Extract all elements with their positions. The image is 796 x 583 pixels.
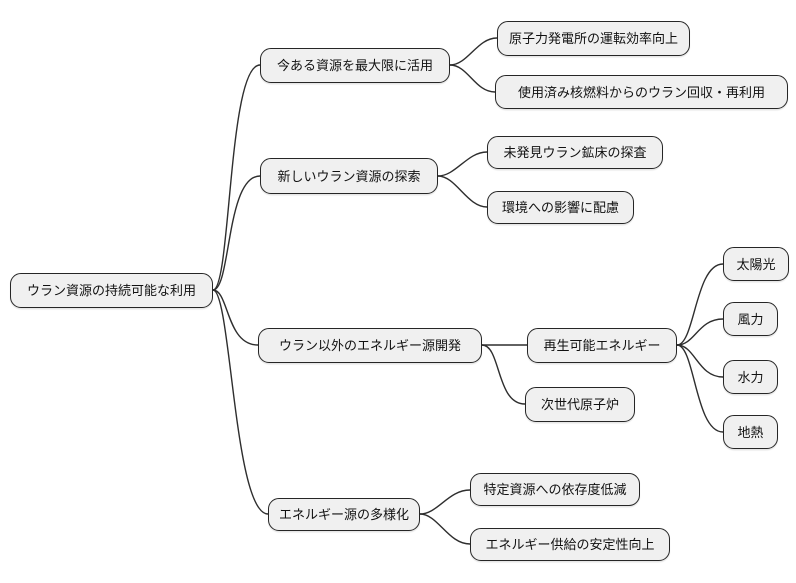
- edge-root-to-branch-1: [212, 64, 261, 291]
- edge-branch-2-to-child-2: [437, 175, 488, 208]
- edge-branch-4-to-child-1: [419, 489, 471, 515]
- edge-branch-3-to-next-gen: [481, 344, 526, 405]
- node-environmental-consideration: 環境への影響に配慮: [487, 191, 634, 224]
- edge-renewable-to-hydro: [676, 344, 724, 378]
- edge-branch-4-to-child-2: [419, 513, 471, 545]
- edge-root-to-branch-2: [212, 175, 261, 291]
- node-root-sustainable-uranium-use: ウラン資源の持続可能な利用: [10, 273, 213, 308]
- node-renewable-energy: 再生可能エネルギー: [527, 328, 677, 363]
- edge-renewable-to-geothermal: [676, 344, 724, 433]
- edge-branch-1-to-child-1: [449, 37, 498, 66]
- node-maximize-current-resources: 今ある資源を最大限に活用: [260, 48, 450, 83]
- node-geothermal: 地熱: [723, 415, 778, 449]
- edge-renewable-to-solar: [676, 263, 724, 346]
- node-wind: 風力: [723, 302, 778, 336]
- edge-branch-2-to-child-1: [437, 151, 488, 177]
- edge-branch-1-to-child-2: [449, 64, 496, 93]
- node-solar: 太陽光: [723, 247, 789, 281]
- node-survey-undiscovered-deposits: 未発見ウラン鉱床の探査: [487, 136, 663, 169]
- node-next-gen-reactors: 次世代原子炉: [525, 387, 635, 422]
- edge-root-to-branch-3: [212, 289, 259, 346]
- node-diversify-energy-sources: エネルギー源の多様化: [268, 498, 420, 531]
- edge-root-to-branch-4: [212, 289, 269, 515]
- node-improve-plant-efficiency: 原子力発電所の運転効率向上: [497, 21, 690, 56]
- node-stabilize-energy-supply: エネルギー供給の安定性向上: [470, 528, 670, 561]
- edge-renewable-to-wind: [676, 318, 724, 346]
- node-reduce-dependence: 特定資源への依存度低減: [470, 473, 640, 506]
- node-hydro: 水力: [723, 360, 778, 394]
- node-uranium-recovery-reuse: 使用済み核燃料からのウラン回収・再利用: [495, 75, 788, 109]
- node-explore-new-uranium: 新しいウラン資源の探索: [260, 158, 438, 194]
- node-develop-non-uranium-energy: ウラン以外のエネルギー源開発: [258, 328, 482, 363]
